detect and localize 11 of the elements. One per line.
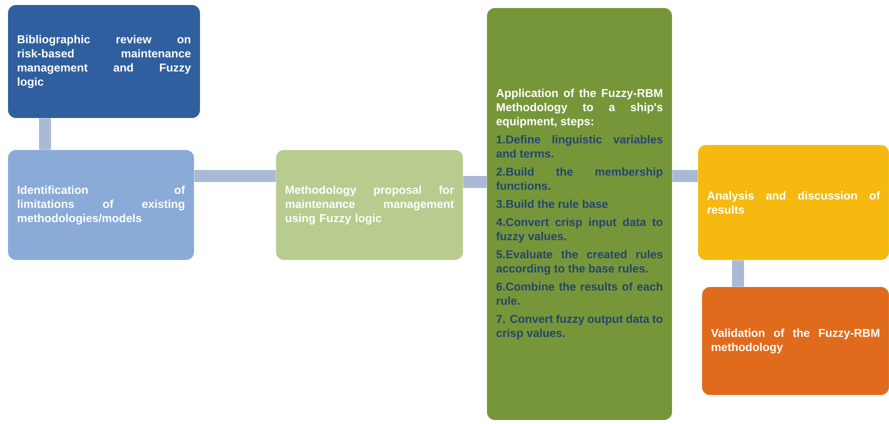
connector-bar <box>463 176 487 188</box>
process-box: Bibliographic review on risk-based maintenance management and Fuzzy logic <box>8 4 200 118</box>
process-box: Analysis and discussion of results <box>698 145 889 260</box>
process-box: Validation of the Fuzzy-RBM methodology <box>702 287 889 395</box>
process-box: Application of the Fuzzy-RBM Methodology to a ship's equipment, steps: 1.Define linguistic variables and terms. 2.Build the membership functions. 3.Build the rule base 4.Convert crisp input data to fuzzy values. 5.Evaluate the created rules according to the base rules. 6.Combine the results of each rule. 7. Convert fuzzy output data to crisp values. <box>486 8 672 420</box>
connector-bar <box>732 260 744 287</box>
process-box: Methodology proposal for maintenance management using Fuzzy logic <box>276 150 463 260</box>
process-box: Identification of limitations of existing methodologies/models <box>8 150 194 260</box>
connector-bar <box>39 118 52 150</box>
connector-bar <box>194 170 276 182</box>
connector-bar <box>672 170 698 182</box>
